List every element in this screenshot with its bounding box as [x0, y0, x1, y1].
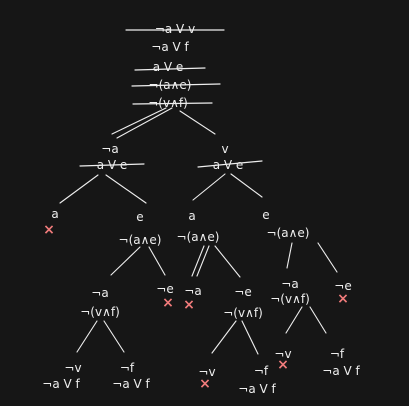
node-e-left: e [136, 210, 144, 224]
node-a-right-formula: ¬(a∧e) [176, 230, 220, 244]
node-e-right: e [262, 208, 270, 222]
closed-mark-4: × [337, 291, 349, 307]
edge-leaf-notf1 [103, 320, 125, 353]
edge-e1-note [148, 246, 166, 276]
leaf-not-f-1: ¬f [119, 361, 135, 375]
leaf-not-v-2: ¬v [198, 365, 216, 379]
edge-e2-note [317, 242, 338, 273]
root-formula-1: ¬a V v [154, 22, 196, 36]
root-formula-3: a V e [152, 60, 184, 74]
node-not-a-1: ¬a [91, 286, 109, 300]
edge-e1-nota [110, 246, 141, 276]
edge-right-a [192, 173, 226, 201]
closed-mark-3: × [183, 297, 195, 313]
node-e-left-formula: ¬(a∧e) [118, 233, 162, 247]
closed-mark-6: × [277, 357, 289, 373]
node-not-a-2: ¬a [184, 284, 202, 298]
leaf-not-f-3-formula: ¬a V f [322, 364, 360, 378]
leaf-not-f-2-formula: ¬a V f [238, 382, 276, 396]
node-not-e-2: ¬e [234, 285, 252, 299]
leaf-not-f-1-formula: ¬a V f [112, 377, 150, 391]
edge-root-left-b [116, 107, 173, 139]
edge-leaf-notv1 [76, 320, 98, 353]
node-not-a-formula: a V e [96, 158, 128, 172]
closed-mark-1: × [43, 222, 55, 238]
strike-root-4 [131, 83, 221, 87]
strike-root-3 [134, 67, 206, 71]
edge-leaf-notv2 [211, 320, 237, 354]
node-a-left: a [51, 207, 59, 221]
edge-root-right [179, 110, 216, 135]
node-not-a-3: ¬a [281, 277, 299, 291]
node-not-a-3-formula: ¬(v∧f) [270, 292, 310, 306]
root-formula-4: ¬(a∧e) [148, 78, 192, 92]
strike-right-formula [197, 160, 263, 168]
node-v: v [221, 142, 229, 156]
strike-root-5 [132, 102, 213, 105]
edge-a2-nota-a [191, 245, 205, 277]
edge-root-left-a [111, 107, 167, 135]
node-not-e-2-formula: ¬(v∧f) [223, 306, 263, 320]
leaf-not-v-3: ¬v [274, 347, 292, 361]
node-v-formula: a V e [212, 158, 244, 172]
node-e-right-formula: ¬(a∧e) [266, 226, 310, 240]
edge-leaf-notf2 [241, 320, 259, 355]
node-not-e-3: ¬e [334, 279, 352, 293]
node-a-right: a [188, 209, 196, 223]
edge-right-e [230, 173, 263, 198]
leaf-not-f-2: ¬f [253, 364, 269, 378]
closed-mark-5: × [199, 376, 211, 392]
node-not-a: ¬a [101, 142, 119, 156]
closed-mark-2: × [162, 295, 174, 311]
edge-left-a [59, 174, 99, 204]
leaf-not-v-1: ¬v [64, 361, 82, 375]
edge-left-e [105, 174, 147, 204]
strike-left-formula [79, 163, 145, 167]
root-formula-5: ¬(v∧f) [148, 96, 188, 110]
edge-e2-nota [286, 242, 293, 269]
edge-a2-nota-b [196, 245, 210, 277]
node-not-a-1-formula: ¬(v∧f) [80, 305, 120, 319]
leaf-not-f-3: ¬f [329, 347, 345, 361]
edge-a2-note [214, 245, 241, 278]
edge-leaf-notf3 [309, 306, 327, 334]
edge-leaf-notv3 [285, 306, 303, 334]
leaf-not-v-1-formula: ¬a V f [42, 377, 80, 391]
root-formula-2: ¬a V f [151, 40, 189, 54]
node-not-e-1: ¬e [156, 282, 174, 296]
